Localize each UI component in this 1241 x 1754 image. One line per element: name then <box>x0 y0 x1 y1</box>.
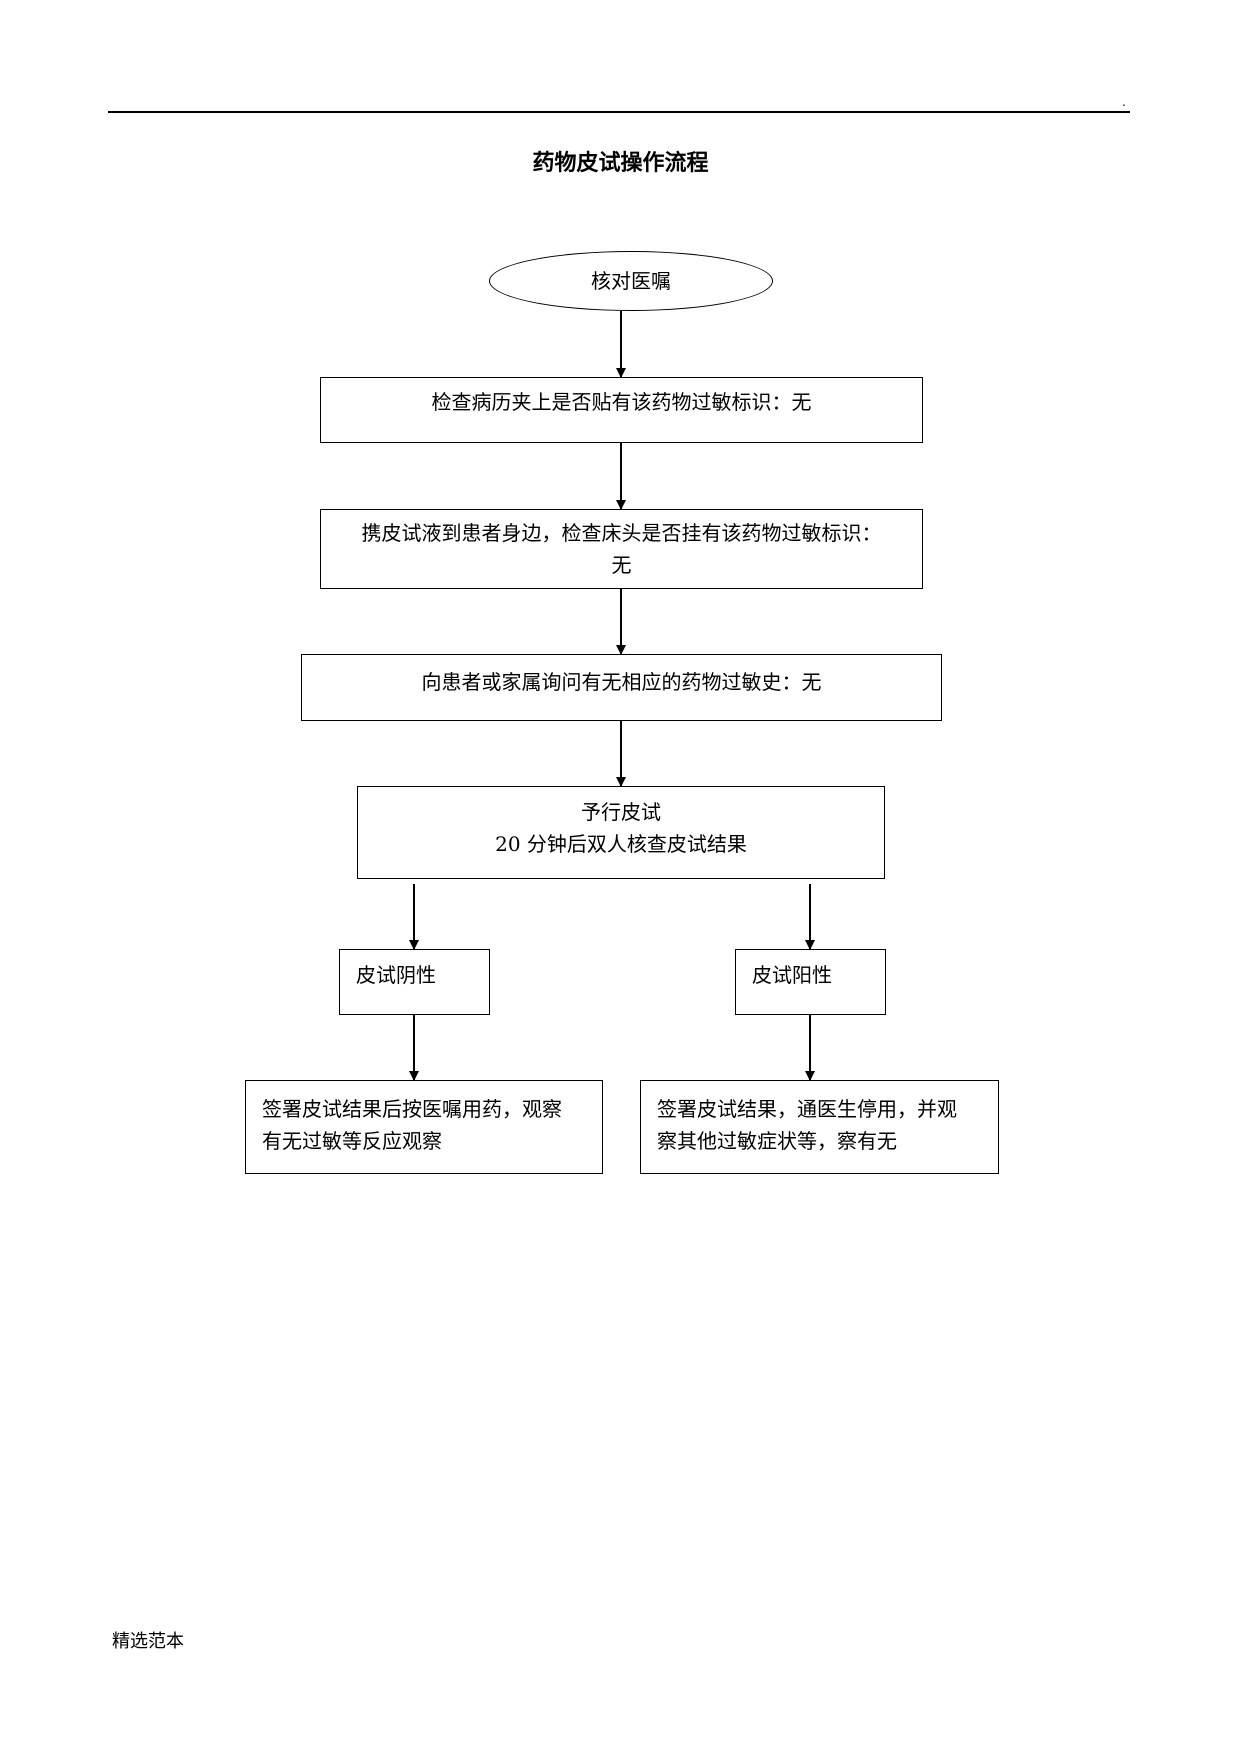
node-positive-label: 皮试阳性 <box>752 963 832 987</box>
node-positive-action: 签署皮试结果，通医生停用，并观 察其他过敏症状等，察有无 <box>640 1080 999 1174</box>
node-bedside-check-line2: 无 <box>611 553 632 577</box>
node-do-test-line2: 20 分钟后双人核查皮试结果 <box>495 831 747 856</box>
footer-label: 精选范本 <box>112 1631 184 1652</box>
node-do-test: 予行皮试 20 分钟后双人核查皮试结果 <box>357 786 885 879</box>
node-positive: 皮试阳性 <box>735 949 886 1015</box>
node-positive-action-line1: 签署皮试结果，通医生停用，并观 <box>657 1097 957 1121</box>
node-ask-history-label: 向患者或家属询问有无相应的药物过敏史：无 <box>421 669 822 694</box>
node-do-test-line1: 予行皮试 <box>581 799 661 824</box>
node-negative-action-line1: 签署皮试结果后按医嘱用药，观察 <box>262 1097 562 1121</box>
node-bedside-check: 携皮试液到患者身边，检查床头是否挂有该药物过敏标识： 无 <box>320 509 923 589</box>
header-dot: . <box>1122 95 1126 109</box>
header-rule <box>108 111 1130 113</box>
node-verify-order-label: 核对医嘱 <box>591 269 671 293</box>
page-title: 药物皮试操作流程 <box>532 150 709 176</box>
node-negative-label: 皮试阴性 <box>356 963 436 987</box>
node-verify-order: 核对医嘱 <box>489 251 773 311</box>
node-negative: 皮试阴性 <box>339 949 490 1015</box>
node-negative-action-line2: 有无过敏等反应观察 <box>262 1129 442 1153</box>
node-check-record: 检查病历夹上是否贴有该药物过敏标识：无 <box>320 377 923 443</box>
node-ask-history: 向患者或家属询问有无相应的药物过敏史：无 <box>301 654 942 721</box>
node-bedside-check-line1: 携皮试液到患者身边，检查床头是否挂有该药物过敏标识： <box>361 521 882 545</box>
node-check-record-label: 检查病历夹上是否贴有该药物过敏标识：无 <box>431 390 812 414</box>
node-negative-action: 签署皮试结果后按医嘱用药，观察 有无过敏等反应观察 <box>245 1080 603 1174</box>
node-positive-action-line2: 察其他过敏症状等，察有无 <box>657 1129 897 1153</box>
